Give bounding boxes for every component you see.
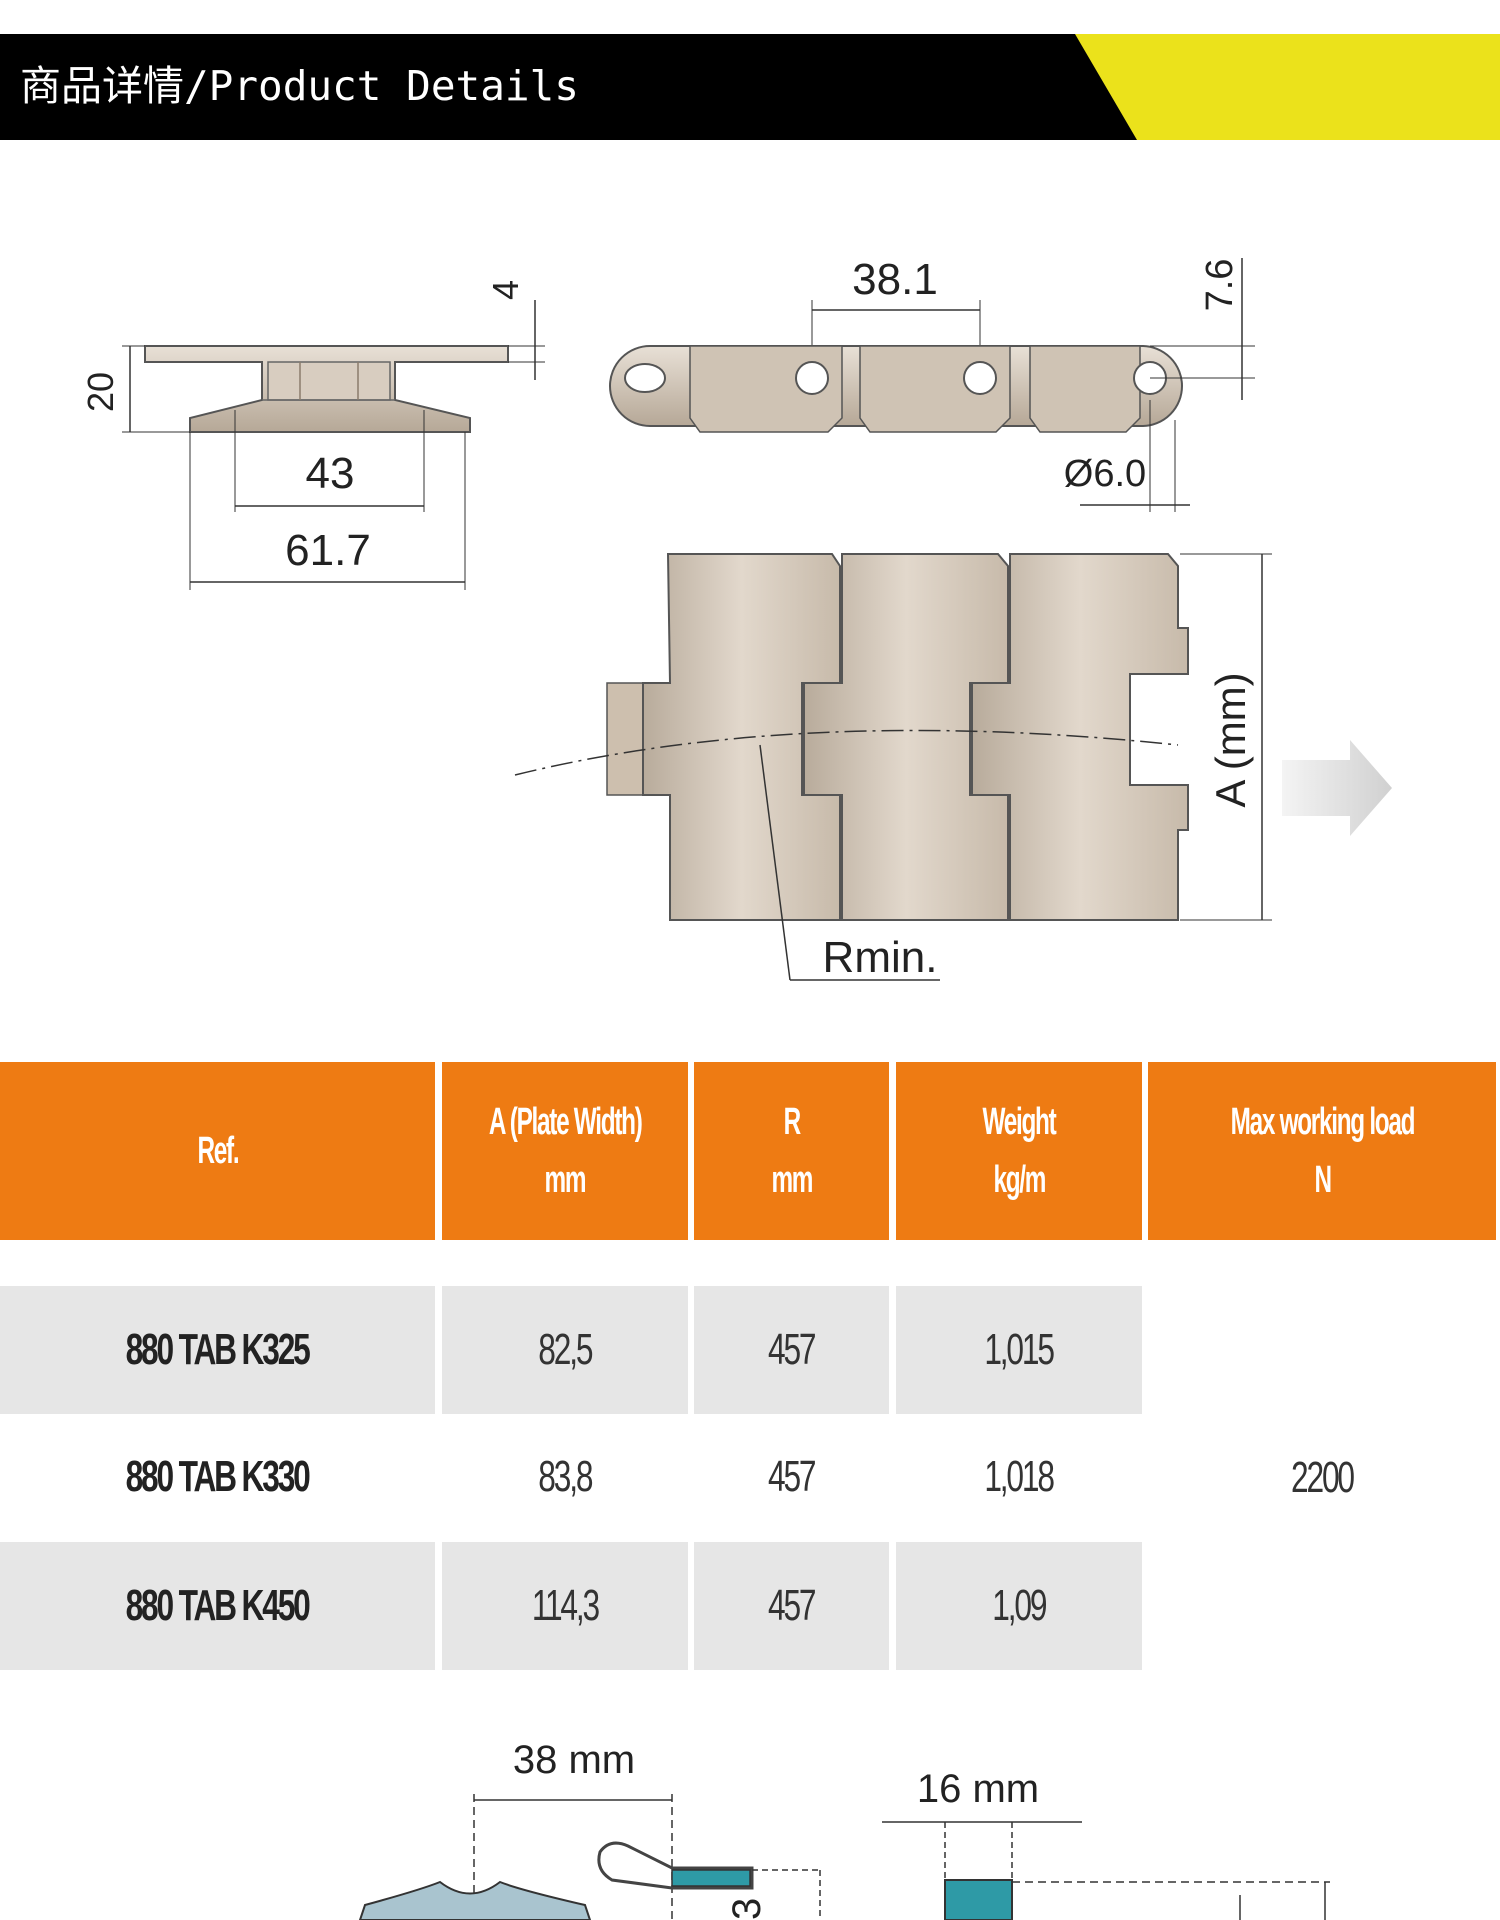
dim-sprocket-width-label: 16 mm bbox=[917, 1767, 1039, 1811]
dim-radius-label: Rmin. bbox=[823, 933, 938, 982]
table-cell-max-load: 2200 bbox=[1291, 1453, 1355, 1502]
dim-inner-width-label: 43 bbox=[306, 449, 355, 498]
section-title: 商品详情/Product Details bbox=[20, 62, 579, 110]
chain-plan-view bbox=[514, 553, 1392, 981]
table-cell-weight: 1,015 bbox=[896, 1286, 1142, 1414]
table-cell-plate-width: 82,5 bbox=[442, 1286, 688, 1414]
cross-section-view bbox=[122, 300, 545, 590]
dim-plate-width-label: A (mm) bbox=[1207, 672, 1254, 807]
table-cell-weight: 1,09 bbox=[896, 1542, 1142, 1670]
table-cell-radius: 457 bbox=[694, 1542, 889, 1670]
table-cell-radius: 457 bbox=[694, 1286, 889, 1414]
chain-technical-drawing: 20 4 43 61.7 38.1 7.6 Ø6.0 bbox=[80, 255, 1392, 982]
table-cell-ref: 880 TAB K330 bbox=[125, 1452, 311, 1501]
table-cell-plate-width: 83,8 bbox=[538, 1452, 593, 1501]
table-cell-plate-width: 114,3 bbox=[442, 1542, 688, 1670]
chain-side-view bbox=[609, 258, 1255, 512]
dim-height-label: 20 bbox=[80, 372, 121, 412]
table-cell-radius: 457 bbox=[768, 1452, 817, 1501]
header-yellow-accent bbox=[1075, 34, 1500, 140]
table-cell-ref: 880 TAB K325 bbox=[0, 1286, 435, 1414]
sprocket-drawing: 38 mm 53 16 mm bbox=[358, 1738, 1330, 1920]
dim-top-thickness-label: 4 bbox=[485, 280, 526, 300]
dim-partial-label: 53 bbox=[725, 1898, 769, 1920]
header-plate-width: A (Plate Width)mm bbox=[442, 1062, 688, 1240]
section-header-bar: 商品详情/Product Details bbox=[0, 34, 1500, 140]
dim-sprocket-pitch-label: 38 mm bbox=[513, 1738, 635, 1782]
dim-pin-diameter-label: Ø6.0 bbox=[1064, 453, 1146, 495]
dim-link-height-label: 7.6 bbox=[1199, 259, 1241, 312]
dim-outer-width-label: 61.7 bbox=[285, 526, 371, 575]
table-cell-ref: 880 TAB K450 bbox=[0, 1542, 435, 1670]
dim-pitch-label: 38.1 bbox=[852, 255, 938, 304]
table-cell-weight: 1,018 bbox=[984, 1452, 1056, 1501]
header-ref: Ref. bbox=[0, 1062, 435, 1240]
